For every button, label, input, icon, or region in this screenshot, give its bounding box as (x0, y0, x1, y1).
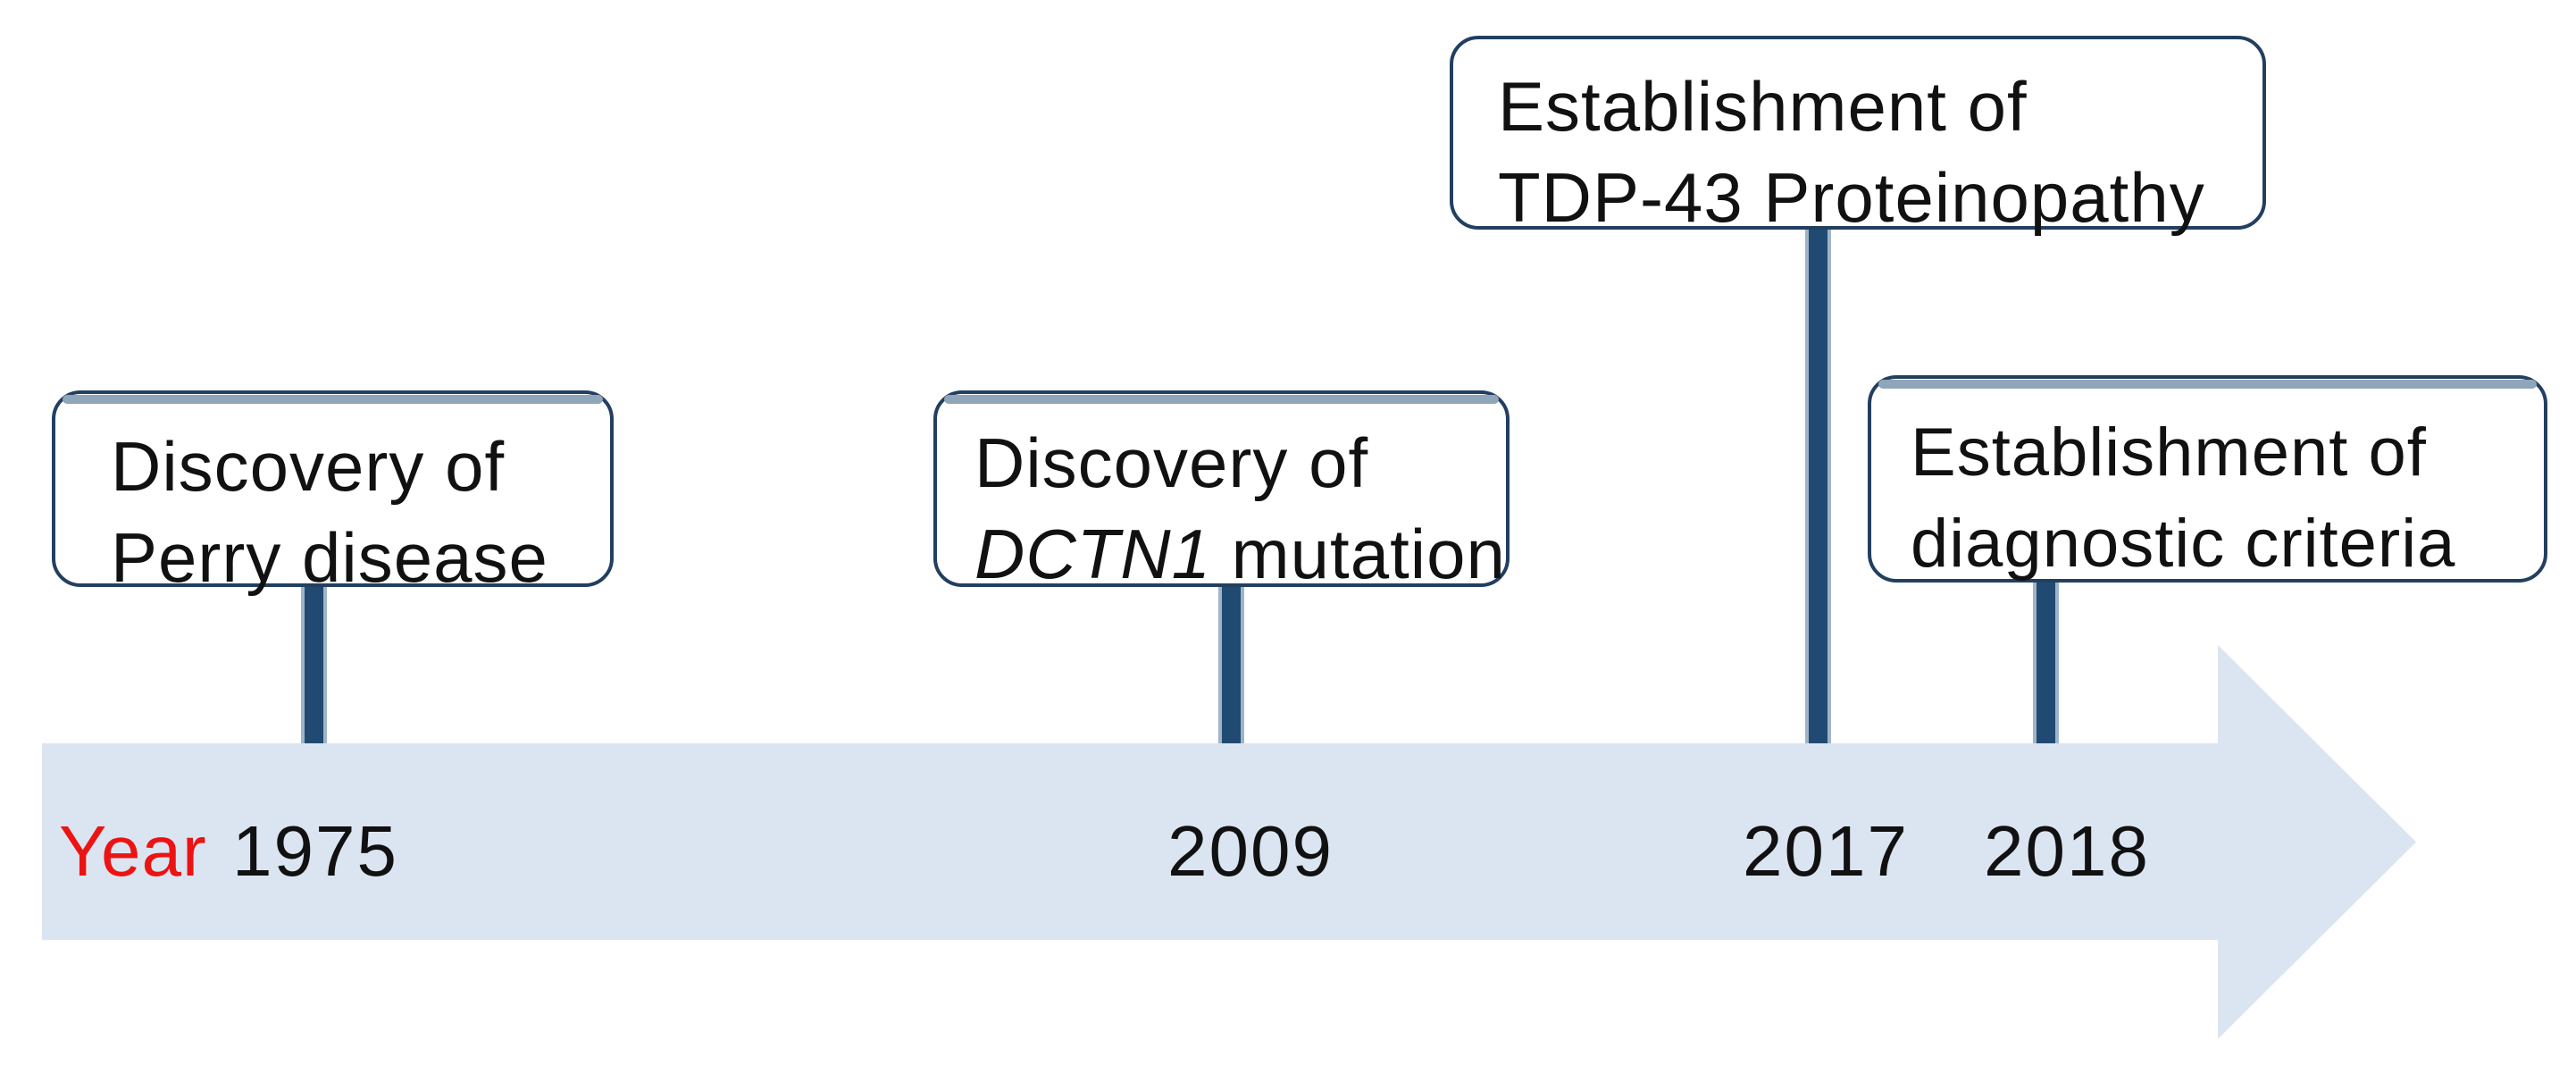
event-label-line2: TDP-43 Proteinopathy (1498, 158, 2205, 237)
year-tick-2017: 2017 (1743, 811, 1909, 891)
connector-2017 (1805, 227, 1831, 743)
timeline-arrow-body (42, 743, 2218, 940)
box-top-highlight (944, 395, 1499, 404)
timeline-arrow-head (2218, 645, 2416, 1039)
box-top-highlight (63, 395, 603, 404)
event-label-line2: diagnostic criteria (1911, 506, 2456, 582)
event-label-line2: Perry disease (111, 518, 548, 597)
box-top-highlight (1878, 380, 2537, 389)
year-tick-1975: 1975 (232, 811, 398, 891)
event-label-line2-rest: mutation (1211, 515, 1506, 593)
connector-1975 (301, 585, 327, 743)
event-label-line2: DCTN1 mutation (974, 508, 1506, 599)
year-tick-2009: 2009 (1167, 811, 1334, 891)
gene-name-italic: DCTN1 (974, 515, 1212, 593)
event-box-2009: Discovery of DCTN1 mutation (933, 390, 1510, 593)
year-tick-2018: 2018 (1984, 811, 2150, 891)
connector-2009 (1218, 585, 1244, 743)
event-box-1975: Discovery of Perry disease (52, 390, 614, 597)
event-box-2017: Establishment of TDP-43 Proteinopathy (1450, 36, 2266, 237)
event-label-line1: Discovery of (974, 423, 1369, 502)
event-label-line1: Establishment of (1498, 67, 2028, 146)
event-box-2018: Establishment of diagnostic criteria (1868, 375, 2547, 583)
axis-label-year: Year (59, 811, 207, 891)
connector-2018 (2033, 582, 2059, 743)
event-label-line1: Establishment of (1911, 415, 2427, 490)
event-label-line1: Discovery of (111, 427, 506, 506)
